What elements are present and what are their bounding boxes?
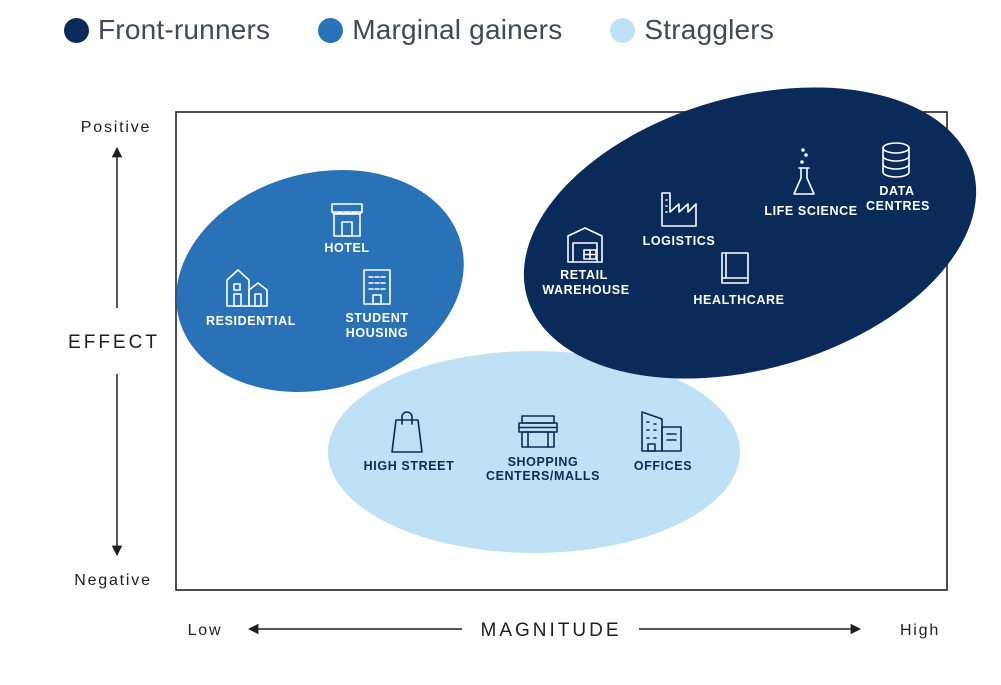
x-axis-right-label: High [900, 622, 940, 639]
mall-icon [518, 415, 558, 448]
label-shopping-centers-2: CENTERS/MALLS [486, 469, 600, 483]
y-axis-top-label: Positive [81, 119, 151, 136]
label-high-street: HIGH STREET [364, 459, 455, 473]
legend-dot-icon [318, 17, 344, 43]
label-offices: OFFICES [634, 459, 692, 473]
front-runners-cluster [523, 87, 977, 379]
label-life-science: LIFE SCIENCE [764, 204, 857, 218]
y-axis-title: EFFECT [68, 332, 160, 353]
database-icon [882, 142, 910, 178]
house-icon [226, 269, 268, 307]
legend: Front-runners Marginal gainers Straggler… [64, 14, 822, 46]
legend-label: Marginal gainers [352, 14, 563, 45]
legend-item-stragglers: Stragglers [610, 14, 774, 46]
legend-label: Stragglers [644, 14, 775, 45]
label-retail-warehouse-1: RETAIL [560, 268, 608, 282]
factory-icon [661, 192, 697, 227]
label-residential: RESIDENTIAL [206, 314, 296, 328]
legend-dot-icon [64, 17, 89, 43]
plot-frame [175, 111, 948, 591]
x-axis-left-label: Low [188, 622, 223, 639]
apartment-building-icon [363, 269, 391, 305]
y-axis-bottom-label: Negative [74, 572, 152, 589]
flask-icon [793, 148, 815, 195]
label-data-centres-2: CENTRES [866, 199, 930, 213]
label-healthcare: HEALTHCARE [693, 293, 784, 307]
shopping-bag-icon [391, 411, 423, 453]
legend-item-marginal-gainers: Marginal gainers [318, 14, 562, 46]
warehouse-icon [567, 227, 603, 263]
label-logistics: LOGISTICS [643, 234, 716, 248]
label-shopping-centers-1: SHOPPING [508, 455, 579, 469]
book-icon [721, 252, 749, 284]
stragglers-cluster [328, 351, 740, 553]
storefront-icon [331, 203, 363, 237]
marginal-gainers-cluster [176, 170, 464, 392]
label-data-centres-1: DATA [879, 184, 914, 198]
legend-dot-icon [610, 17, 636, 43]
legend-label: Front-runners [98, 14, 271, 45]
office-building-icon [641, 411, 682, 452]
label-student-housing-2: HOUSING [346, 326, 409, 340]
legend-item-front-runners: Front-runners [64, 14, 270, 46]
label-retail-warehouse-2: WAREHOUSE [542, 283, 629, 297]
label-hotel: HOTEL [324, 241, 369, 255]
x-axis-title: MAGNITUDE [481, 620, 622, 641]
label-student-housing-1: STUDENT [345, 311, 408, 325]
